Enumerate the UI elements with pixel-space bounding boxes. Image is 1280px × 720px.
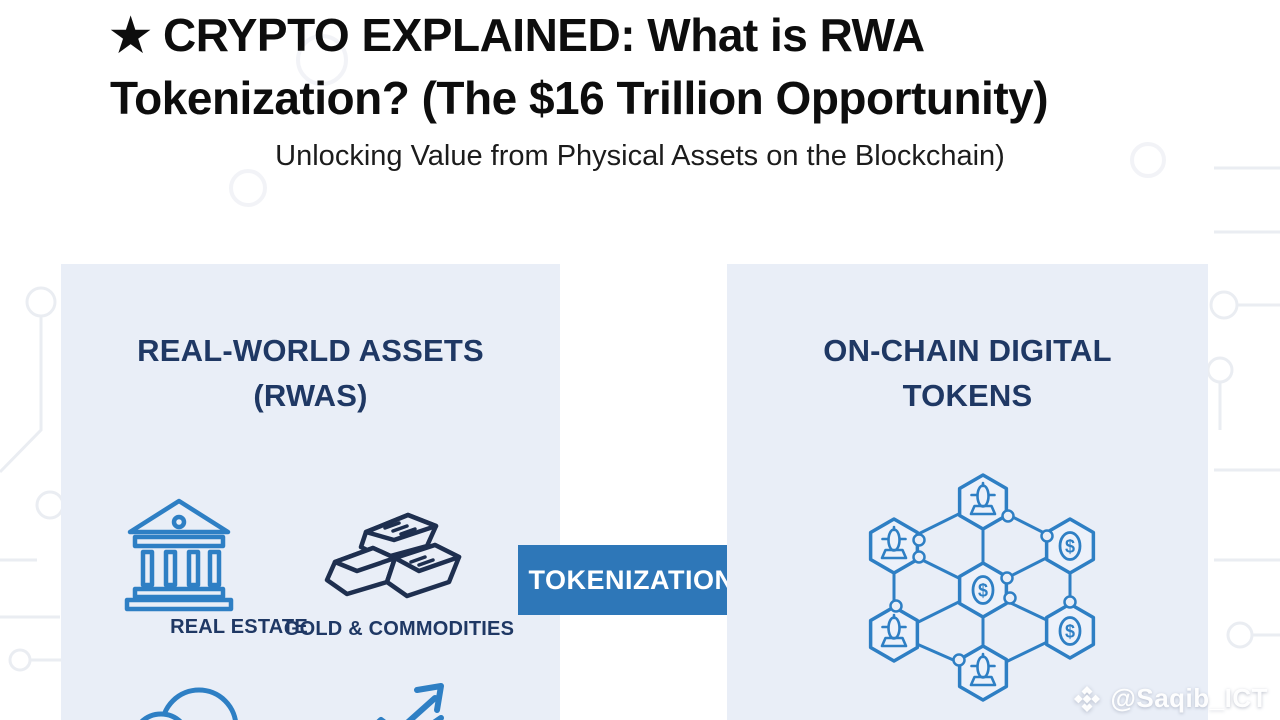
dollar-token-icon: $ xyxy=(971,575,995,605)
hexagon-node-bottom-right xyxy=(1044,602,1096,660)
network-junction-node xyxy=(889,599,903,613)
binance-logo-icon xyxy=(1073,685,1100,712)
user-token-icon xyxy=(969,481,997,516)
coins-icon: $ $ xyxy=(139,687,238,720)
hexagon-node-bottom-left xyxy=(868,605,920,663)
watermark-handle: @Saqib_ICT xyxy=(1110,683,1268,713)
user-token-icon xyxy=(880,525,908,560)
token-network-diagram: $ $ $ xyxy=(868,473,1096,702)
tokenization-arrow-label: TOKENIZATION xyxy=(528,564,735,595)
hexagon-node-top xyxy=(957,473,1009,531)
bank-icon xyxy=(124,498,234,612)
dollar-token-icon: $ xyxy=(1058,616,1082,646)
network-junction-node xyxy=(952,653,966,667)
svg-text:$: $ xyxy=(1065,537,1075,557)
page-title-line1: ★ CRYPTO EXPLAINED: What is RWA xyxy=(110,9,925,61)
network-junction-node xyxy=(1063,595,1077,609)
network-junction-node xyxy=(1001,509,1015,523)
asset-label-real-estate: REAL ESTATE xyxy=(170,616,308,638)
svg-text:$: $ xyxy=(1065,622,1075,642)
right-panel-heading-line2: TOKENS xyxy=(902,378,1033,413)
network-junction-node xyxy=(1000,571,1014,585)
real-world-assets-panel: REAL-WORLD ASSETS (RWAS) xyxy=(61,264,560,720)
network-junction-node xyxy=(1003,591,1017,605)
hexagon-node-top-left xyxy=(868,517,920,575)
left-panel-heading: REAL-WORLD ASSETS (RWAS) xyxy=(61,264,560,418)
left-panel-heading-line2: (RWAS) xyxy=(253,378,368,413)
left-panel-heading-line1: REAL-WORLD ASSETS xyxy=(137,333,484,368)
growth-chart-icon xyxy=(376,683,444,720)
svg-text:$: $ xyxy=(978,581,988,601)
header: ★ CRYPTO EXPLAINED: What is RWA Tokeniza… xyxy=(110,4,1210,130)
user-token-icon xyxy=(969,652,997,687)
page-subtitle: Unlocking Value from Physical Assets on … xyxy=(275,140,1005,172)
network-junction-node xyxy=(912,550,926,564)
gold-bars-icon xyxy=(324,512,462,599)
right-panel-heading: ON-CHAIN DIGITAL TOKENS xyxy=(727,264,1208,418)
asset-label-gold-commodities: GOLD & COMMODITIES xyxy=(283,618,515,640)
network-junction-node xyxy=(1040,529,1054,543)
watermark: @Saqib_ICT xyxy=(1072,683,1268,714)
page-title-line2: Tokenization? (The $16 Trillion Opportun… xyxy=(110,72,1049,124)
dollar-token-icon: $ xyxy=(1058,531,1082,561)
network-junction-node xyxy=(912,533,926,547)
right-panel-heading-line1: ON-CHAIN DIGITAL xyxy=(823,333,1112,368)
user-token-icon xyxy=(880,613,908,648)
